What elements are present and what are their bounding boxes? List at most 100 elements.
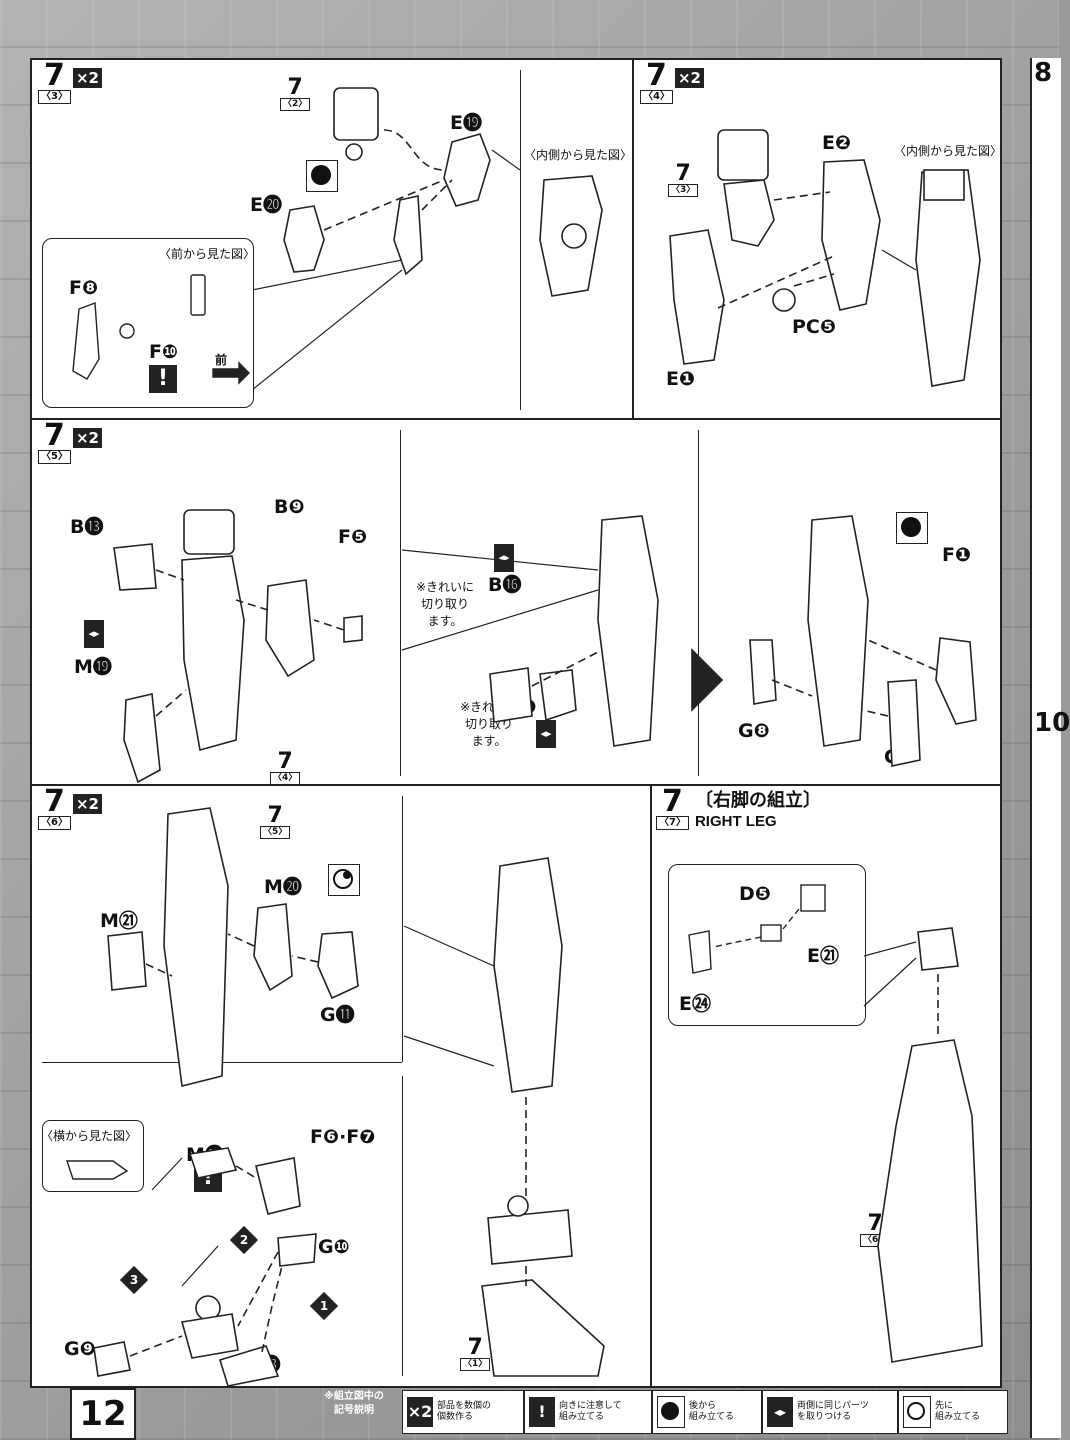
step-title-en: RIGHT LEG [694,813,777,830]
assembly-arrow [531,649,603,687]
inner-view-caption: 〈内側から見た図〉 [894,144,1003,158]
part-label: B❾ [274,496,305,518]
leader-line [863,957,917,1007]
part-b9-shape [265,579,315,678]
part-label: F❻·F❼ [310,1126,376,1148]
front-view-drawing [72,274,250,385]
leader-line [251,259,403,291]
assembly-arrow [237,1251,279,1327]
step-number: 7 [44,418,65,453]
next-page-step-number: 10 [1034,708,1070,738]
ref-step-sub: 〈4〉 [270,772,301,785]
assembly-arrow [867,639,937,671]
both-sides-icon: ◂▸ [767,1397,793,1427]
part-label: E㉑ [807,945,839,967]
ref-step-number: 7 [287,75,303,100]
side-view-drawing [66,1160,129,1180]
part-label: F❺ [338,526,368,548]
step-number: 7 [44,58,65,93]
parts-drawing [93,87,603,391]
assembly-arrow [323,179,445,231]
ref-step-sub: 〈5〉 [260,826,291,839]
assembly-arrow [235,1165,257,1179]
side-view-caption: 〈横から見た図〉 [41,1129,138,1143]
legend-title: ※組立図中の 記号説明 [314,1390,394,1432]
front-view-caption: 〈前から見た図〉 [159,247,256,261]
step-number: 7 [662,784,683,819]
part-label: G❾ [64,1338,96,1360]
thigh-part-e19 [443,133,491,207]
caution-icon: ! [529,1397,555,1427]
legend-item-both: ◂▸ 両側に同じパーツ を取りつける [762,1390,898,1434]
step-7-7-panel: 7〈7〉 〔右脚の組立〕 RIGHT LEG D❺ E㉑ E㉔ [652,786,1000,1386]
step-sub: 〈3〉 [38,90,71,104]
part-g10-shape [277,1233,317,1267]
part-f10-front [190,274,206,316]
assemble-later-icon [896,512,928,544]
leader-line [881,249,917,271]
both-sides-icon: ◂▸ [536,720,556,748]
parts-drawing [93,807,605,1387]
part-g7-shape [887,679,921,767]
inner-view-caption: 〈内側から見た図〉 [524,148,633,162]
part-e24-shape [688,930,712,974]
assembly-arrow [155,689,187,717]
part-label: E❷ [822,132,852,154]
instruction-sheet: 7〈3〉 ×2 7〈2〉 E⓳ E⓴ 〈内側から見た図〉 [30,58,1002,1388]
parts-drawing [863,927,983,1363]
part-label: PC❺ [792,316,836,338]
front-direction-label: 前 [215,353,228,367]
legend-title-text: ※組立図中の 記号説明 [324,1391,384,1416]
assemble-later-icon [306,160,338,192]
leg-assembly [807,515,869,747]
page-number: 12 [70,1388,136,1440]
part-label: F❽ [69,277,99,299]
part-label: F❶ [942,544,972,566]
hip-ball-part [345,143,363,161]
step-sub: 〈4〉 [640,90,673,104]
part-label: D❺ [739,883,771,905]
step-number: 7 [44,784,65,819]
next-page-edge: 8 10 [1030,58,1070,1438]
orientation-caution-icon: ! [149,365,177,393]
leader-line [401,589,599,651]
assembly-arrow [421,179,453,211]
ref-step-sub: 〈3〉 [668,184,699,197]
part-g13-shape [218,1345,280,1387]
front-arrow-icon [212,361,250,385]
parts-drawing [113,509,977,784]
part-e21-shape [760,924,782,942]
ref-step-number: 7 [267,803,283,828]
next-arrow-icon [691,648,724,712]
legend-text: 両側に同じパーツ を取りつける [797,1401,869,1422]
legend-item-back: 後から 組み立てる [652,1390,762,1434]
ref-step-sub: 〈1〉 [460,1358,491,1371]
assembly-arrow [313,619,345,631]
leader-line [251,269,403,391]
legend-item-first: 先に 組み立てる [898,1390,1008,1434]
ref-step-badge: 7〈3〉 [668,161,699,197]
leader-line [491,149,521,171]
assembly-arrow [861,709,889,717]
part-label: M㉑ [100,910,138,932]
ref-step-number: 7 [675,161,691,186]
step-header: 7〈5〉 ×2 [38,418,102,464]
ref-step-sub: 〈2〉 [280,98,311,111]
leader-line [151,1157,183,1191]
step-header: 7〈3〉 ×2 [38,58,102,104]
legend-text: 向きに注意して 組み立てる [559,1401,622,1422]
step-title-jp: 〔右脚の組立〕 [694,790,821,811]
quantity-badge: ×2 [72,68,102,88]
upper-leg-part [723,179,775,247]
legend-text: 先に 組み立てる [935,1401,981,1422]
part-label: G⓫ [320,1004,355,1026]
part-g8-shape [749,639,777,705]
ref-step-badge: 7〈6〉 [860,1213,891,1247]
thigh-part-e20 [283,205,325,273]
leg-assembly [597,515,659,747]
ankle-joint-body [180,1313,239,1359]
part-label: M⓴ [264,876,302,898]
hip-joint-callout: D❺ E㉑ E㉔ [668,864,866,1026]
part-b16-shape [489,667,533,723]
next-page-step-number: 8 [1034,58,1053,88]
